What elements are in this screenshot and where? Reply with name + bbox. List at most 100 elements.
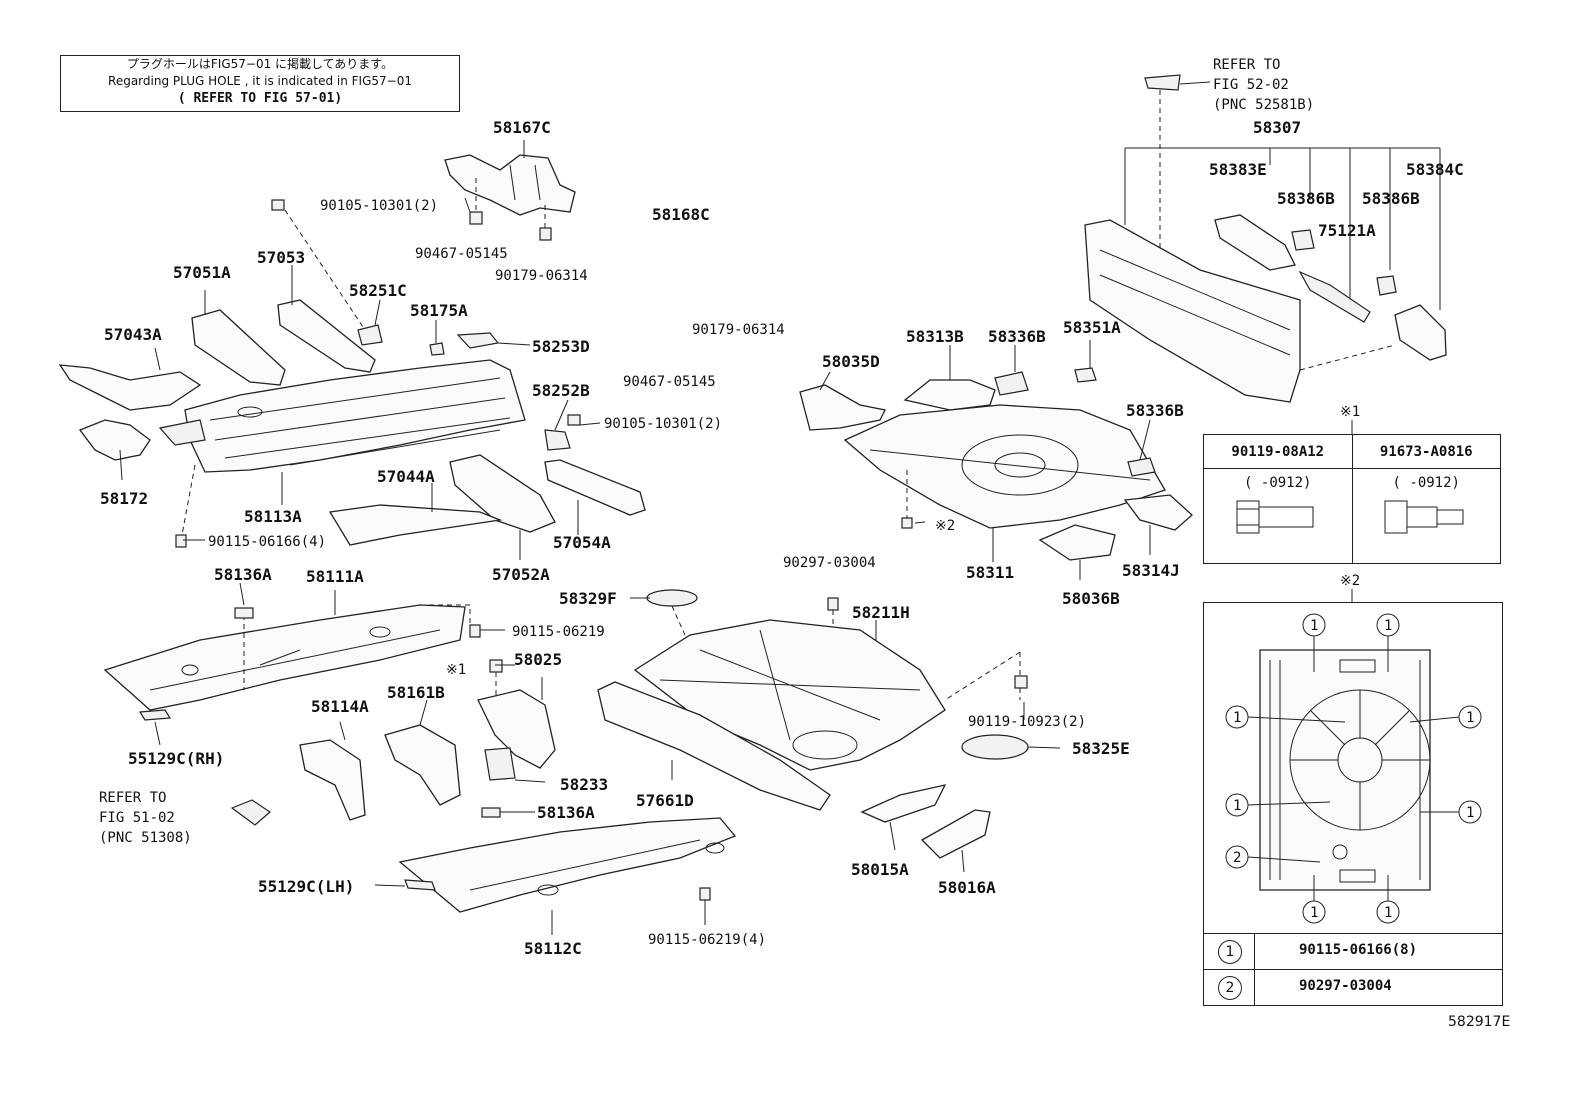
refer-left-line-2: FIG 51-02 [99, 810, 175, 826]
part-90467-nut[interactable] [469, 211, 483, 225]
part-90179-nut[interactable] [539, 227, 552, 241]
part-58112C-floor-panel[interactable] [398, 817, 737, 913]
part-58114A-bracket[interactable] [299, 739, 366, 821]
label-57043A: 57043A [104, 325, 162, 344]
part-58136A-plug-a[interactable] [234, 607, 254, 619]
label-57054A: 57054A [553, 533, 611, 552]
part-58383E-panel[interactable] [1214, 214, 1296, 271]
label-58386B-a: 58386B [1277, 189, 1335, 208]
part-90115-bolt-c[interactable] [699, 887, 711, 901]
label-58313B: 58313B [906, 327, 964, 346]
legend-row-2: 2 90297-03004 [1204, 969, 1502, 1005]
part-57044A-reinforcement[interactable] [328, 504, 503, 546]
part-57052A-member[interactable] [449, 454, 556, 533]
label-57044A: 57044A [377, 467, 435, 486]
refer-note-box: プラグホールはFIG57−01 に掲載してあります。 Regarding PLU… [60, 55, 460, 112]
part-58211H-rear-floor[interactable] [633, 619, 946, 771]
part-58386B-clip-b[interactable] [1376, 275, 1397, 296]
label-58336B-b: 58336B [1126, 401, 1184, 420]
part-58167C-bracket[interactable] [444, 154, 576, 216]
fastener-col2-part: 91673-A0816 [1351, 434, 1501, 469]
part-55129C-lh[interactable] [404, 879, 436, 891]
label-mark2: ※2 [935, 518, 955, 534]
part-90297-bolt[interactable] [827, 597, 839, 611]
part-57054A-member[interactable] [544, 459, 646, 516]
label-58015A: 58015A [851, 860, 909, 879]
part-57051A-rail[interactable] [191, 309, 286, 386]
fastener-col1-range: ( -0912) [1244, 475, 1312, 491]
part-90105-bolt-b[interactable] [567, 414, 581, 426]
part-58172-bracket[interactable] [78, 419, 206, 461]
svg-text:1: 1 [1384, 618, 1392, 634]
part-58015A-cover[interactable] [860, 784, 947, 823]
label-90115-c: 90115-06219(4) [648, 932, 766, 948]
label-58114A: 58114A [311, 697, 369, 716]
detail-mark: ※2 [1340, 573, 1360, 589]
part-75121A-moulding[interactable] [1298, 270, 1371, 323]
label-58112C: 58112C [524, 939, 582, 958]
part-58336B-block-a[interactable] [994, 371, 1029, 396]
part-58251C-clip[interactable] [357, 324, 383, 346]
label-90467-b: 90467-05145 [623, 374, 716, 390]
part-58325E-cover[interactable] [961, 734, 1029, 760]
detail-legend-box: 1 90115-06166(8) 2 90297-03004 [1203, 602, 1503, 1006]
part-57043A-reinforcement[interactable] [58, 364, 202, 411]
part-57053-rail[interactable] [277, 299, 376, 373]
part-58025-bracket[interactable] [477, 689, 556, 769]
part-58036B-bracket[interactable] [1038, 524, 1116, 561]
fastener-table: 90119-08A12 91673-A0816 ( -0912) ( -0912… [1203, 434, 1501, 564]
part-58111A-floor-panel[interactable] [103, 604, 466, 711]
part-58336B-block-b[interactable] [1127, 457, 1156, 477]
part-90115-bolt-a[interactable] [175, 534, 187, 548]
part-58253D-bracket[interactable] [456, 332, 500, 349]
refer-top-line-1: REFER TO [1213, 57, 1280, 73]
part-58307-rear-panel[interactable] [1084, 219, 1301, 403]
part-58016A-cover[interactable] [920, 809, 991, 859]
part-58233-bracket[interactable] [484, 747, 516, 781]
part-58329F-plug[interactable] [646, 589, 698, 607]
fastener-col2-cell: ( -0912) [1351, 468, 1501, 564]
svg-text:1: 1 [1233, 710, 1241, 726]
part-58035D-bracket[interactable] [799, 384, 886, 431]
label-57661D: 57661D [636, 791, 694, 810]
label-58329F: 58329F [559, 589, 617, 608]
label-58025: 58025 [514, 650, 562, 669]
label-90105-b: 90105-10301(2) [604, 416, 722, 432]
part-58136A-plug-b[interactable] [481, 807, 501, 818]
part-58311-rear-floor-pan[interactable] [843, 404, 1166, 529]
part-90115-bolt-b[interactable] [469, 624, 481, 638]
label-58311: 58311 [966, 563, 1014, 582]
note-line-3: ( REFER TO FIG 57-01) [177, 91, 343, 106]
label-55129C-lh: 55129C(LH) [258, 877, 354, 896]
part-58252B-clip[interactable] [544, 429, 571, 451]
part-58313B-panel[interactable] [903, 379, 996, 411]
part-90119-bolt[interactable] [1014, 675, 1028, 689]
part-57661D-rail[interactable] [597, 681, 831, 811]
part-58175A-plug[interactable] [429, 342, 445, 356]
part-58351A-clip[interactable] [1074, 367, 1097, 383]
note-line-2: Regarding PLUG HOLE , it is indicated in… [108, 74, 412, 88]
label-90179-a: 90179-06314 [495, 268, 588, 284]
part-58384C-panel[interactable] [1394, 304, 1447, 361]
ref-52581B-plate [1144, 74, 1181, 91]
part-90105-bolt-a[interactable] [271, 199, 285, 211]
part-58314J-panel[interactable] [1123, 494, 1193, 531]
label-58172: 58172 [100, 489, 148, 508]
part-58311-bolt[interactable] [901, 517, 913, 529]
part-58025-bolt[interactable] [489, 659, 503, 673]
detail-spare-wheel-view [1259, 649, 1431, 891]
note-line-1: プラグホールはFIG57−01 に掲載してあります。 [126, 57, 394, 71]
fastener-table-mark: ※1 [1340, 404, 1360, 420]
part-58161B-bracket[interactable] [384, 724, 461, 806]
detail-callouts: 1 1 1 1 1 1 2 1 1 [1225, 613, 1482, 924]
legend-num-2: 2 [1218, 976, 1242, 1000]
part-55129C-rh[interactable] [138, 709, 172, 721]
part-58113A-floor-pan[interactable] [184, 359, 526, 473]
label-58252B: 58252B [532, 381, 590, 400]
legend-part-2: 90297-03004 [1299, 978, 1392, 994]
label-mark1: ※1 [446, 662, 466, 678]
part-58386B-clip-a[interactable] [1291, 229, 1315, 251]
refer-left-line-1: REFER TO [99, 790, 166, 806]
label-58233: 58233 [560, 775, 608, 794]
fastener-col1-cell: ( -0912) [1203, 468, 1353, 564]
